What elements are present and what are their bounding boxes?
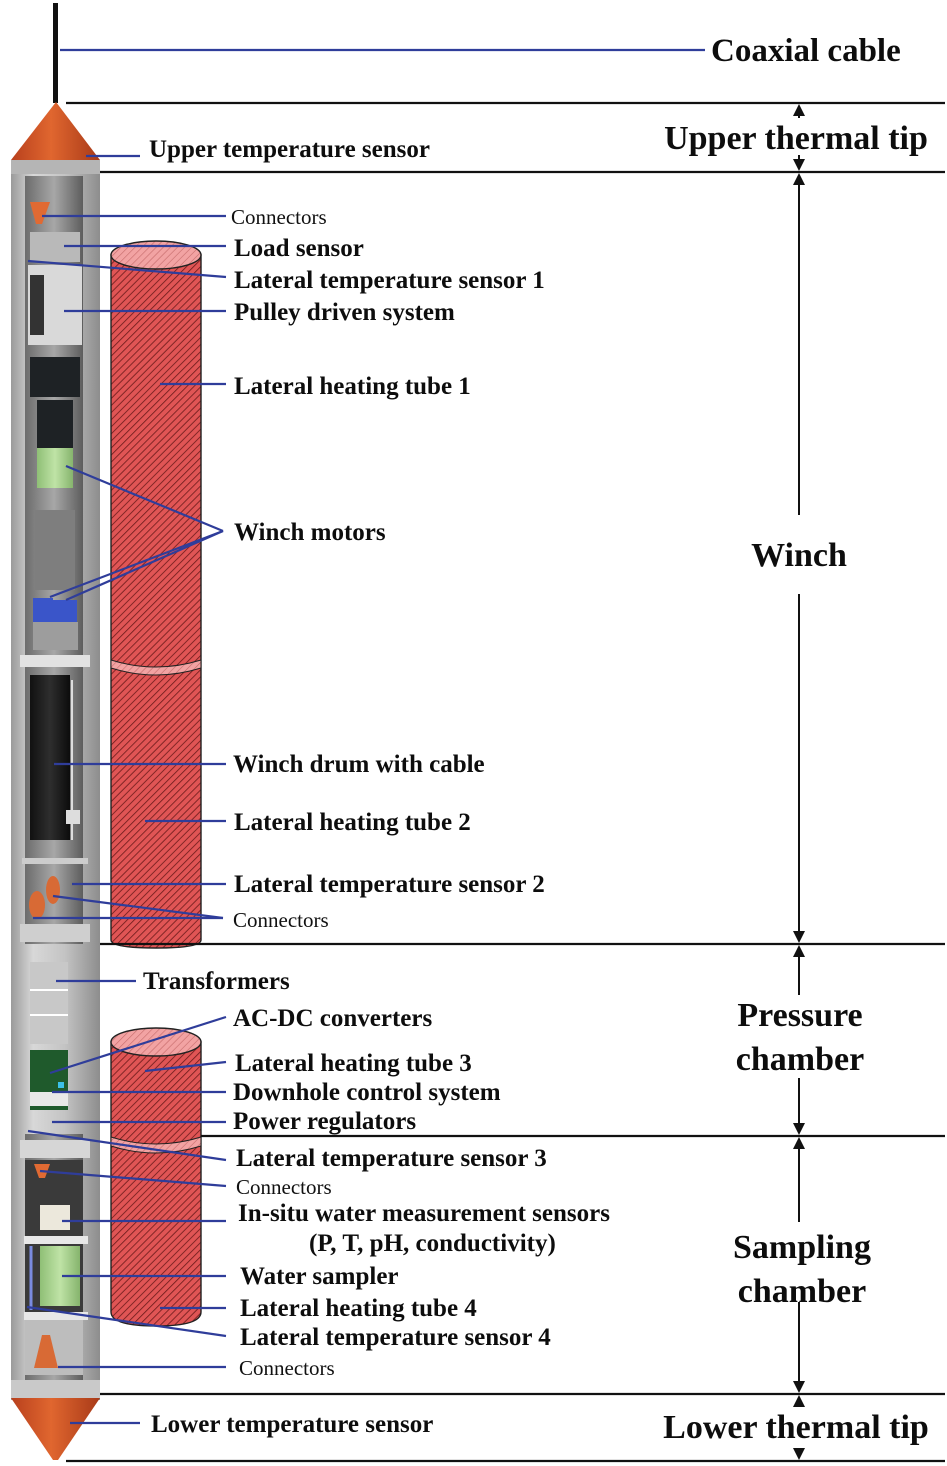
arrowhead <box>793 931 805 943</box>
leader-lateral-temperature-sensor-1 <box>27 259 227 279</box>
label-downhole-control-system: Downhole control system <box>233 1079 501 1106</box>
winch-motor-green <box>37 448 73 488</box>
arrowhead <box>793 945 805 957</box>
power-regulator-strip <box>30 1092 68 1106</box>
section-label-lower-thermal-tip: Lower thermal tip <box>663 1409 929 1446</box>
label-lower-temperature-sensor: Lower temperature sensor <box>151 1411 433 1438</box>
label-winch-motors: Winch motors <box>234 519 386 546</box>
coaxial-cable-wire <box>53 3 58 103</box>
label-power-regulators: Power regulators <box>233 1108 416 1135</box>
transformers-part <box>30 962 68 1044</box>
section-label-chamber: chamber <box>736 1041 864 1078</box>
leader-lines <box>26 48 705 1425</box>
arrowhead <box>793 159 805 171</box>
arrowhead <box>793 1381 805 1393</box>
label-load-sensor: Load sensor <box>234 235 364 262</box>
label-coaxial-cable: Coaxial cable <box>711 33 901 69</box>
leader-lateral-temperature-sensor-4 <box>26 1305 227 1338</box>
upper-thermal-tip-cone <box>11 102 100 168</box>
lateral-heating-tube-3-4-body <box>110 1041 202 1327</box>
section-label-upper-thermal-tip: Upper thermal tip <box>664 120 928 157</box>
label-lateral-heating-tube-3: Lateral heating tube 3 <box>235 1050 472 1077</box>
arrowhead <box>793 1448 805 1460</box>
label-lateral-temperature-sensor-2: Lateral temperature sensor 2 <box>234 871 545 898</box>
section-dividers <box>66 101 945 1463</box>
lower-collar <box>11 1380 100 1398</box>
pulley-gear <box>30 275 44 335</box>
winch-lower-plate <box>22 858 88 864</box>
label-lateral-heating-tube-2: Lateral heating tube 2 <box>234 809 471 836</box>
label-connectors-2: Connectors <box>233 908 329 932</box>
label-lateral-temperature-sensor-3: Lateral temperature sensor 3 <box>236 1145 547 1172</box>
tube-joint-3-4 <box>110 1136 202 1154</box>
heating-tubes <box>110 240 202 1327</box>
arrowhead <box>793 1123 805 1135</box>
arrowhead <box>793 1137 805 1149</box>
section-label-chamber-2: chamber <box>738 1273 866 1310</box>
section-label-pressure: Pressure <box>737 997 862 1034</box>
in-situ-sensor-part <box>40 1205 70 1230</box>
lateral-heating-tube-3-top <box>110 1027 202 1057</box>
upper-collar <box>11 160 100 174</box>
drum-guide <box>66 810 80 824</box>
label-connectors-3: Connectors <box>236 1175 332 1199</box>
label-transformers: Transformers <box>143 968 290 995</box>
label-water-sampler: Water sampler <box>240 1263 399 1290</box>
connector-ring <box>20 924 90 942</box>
label-lateral-temperature-sensor-4: Lateral temperature sensor 4 <box>240 1324 551 1351</box>
label-in-situ-parameters: (P, T, pH, conductivity) <box>309 1230 556 1257</box>
section-label-winch: Winch <box>751 537 847 574</box>
dimension-arrows <box>793 104 805 1460</box>
label-in-situ-water-measurement-sensors: In-situ water measurement sensors <box>238 1200 610 1227</box>
arrowhead <box>793 104 805 116</box>
label-pulley-driven-system: Pulley driven system <box>234 299 455 326</box>
motor-housing-upper <box>30 357 80 397</box>
label-lateral-heating-tube-1: Lateral heating tube 1 <box>234 373 471 400</box>
sampler-bottom-plate <box>24 1312 88 1320</box>
leader-connectors-2a <box>52 894 224 920</box>
connector-lower <box>34 1335 58 1368</box>
arrowhead <box>793 173 805 185</box>
label-lateral-heating-tube-4: Lateral heating tube 4 <box>240 1295 477 1322</box>
gearbox-part <box>35 510 75 590</box>
tube-joint-1-2 <box>110 659 202 676</box>
label-winch-drum-with-cable: Winch drum with cable <box>233 751 485 778</box>
motor-base <box>33 622 78 650</box>
connector-upper <box>30 202 50 224</box>
label-connectors-1: Connectors <box>231 205 327 229</box>
winch-motor-blue-1 <box>33 598 53 623</box>
winch-drum <box>30 675 70 840</box>
arrowhead <box>793 1395 805 1407</box>
leader-lateral-heating-tube-3 <box>144 1060 227 1073</box>
connector-winch-1 <box>29 891 45 919</box>
motor-upper-dark <box>37 400 73 455</box>
leader-lateral-temperature-sensor-3 <box>27 1129 227 1162</box>
lateral-heating-tube-1-2-body <box>110 254 202 949</box>
connector-winch-2 <box>46 876 60 904</box>
pcb-led <box>58 1082 64 1088</box>
lower-thermal-tip-cone <box>11 1398 100 1460</box>
component-labels: Coaxial cable Upper temperature sensor C… <box>143 33 901 1438</box>
label-upper-temperature-sensor: Upper temperature sensor <box>149 136 430 163</box>
sampler-top-plate <box>24 1236 88 1244</box>
leader-winch-motor-2 <box>49 529 224 599</box>
drum-top-ring <box>20 655 90 667</box>
section-label-sampling: Sampling <box>733 1229 871 1266</box>
probe-body <box>11 3 100 1460</box>
leader-ac-dc-converters <box>49 1015 227 1075</box>
label-lateral-temperature-sensor-1: Lateral temperature sensor 1 <box>234 267 545 294</box>
label-ac-dc-converters: AC-DC converters <box>233 1005 433 1032</box>
leader-winch-motor-3 <box>65 529 224 602</box>
lateral-heating-tube-1-top <box>110 240 202 270</box>
sampling-top-ring <box>20 1140 90 1158</box>
leader-winch-motor-1 <box>65 464 224 533</box>
section-labels: Upper thermal tip Winch Pressure chamber… <box>663 120 929 1446</box>
label-connectors-4: Connectors <box>239 1356 335 1380</box>
leader-connectors-3 <box>39 1169 227 1188</box>
